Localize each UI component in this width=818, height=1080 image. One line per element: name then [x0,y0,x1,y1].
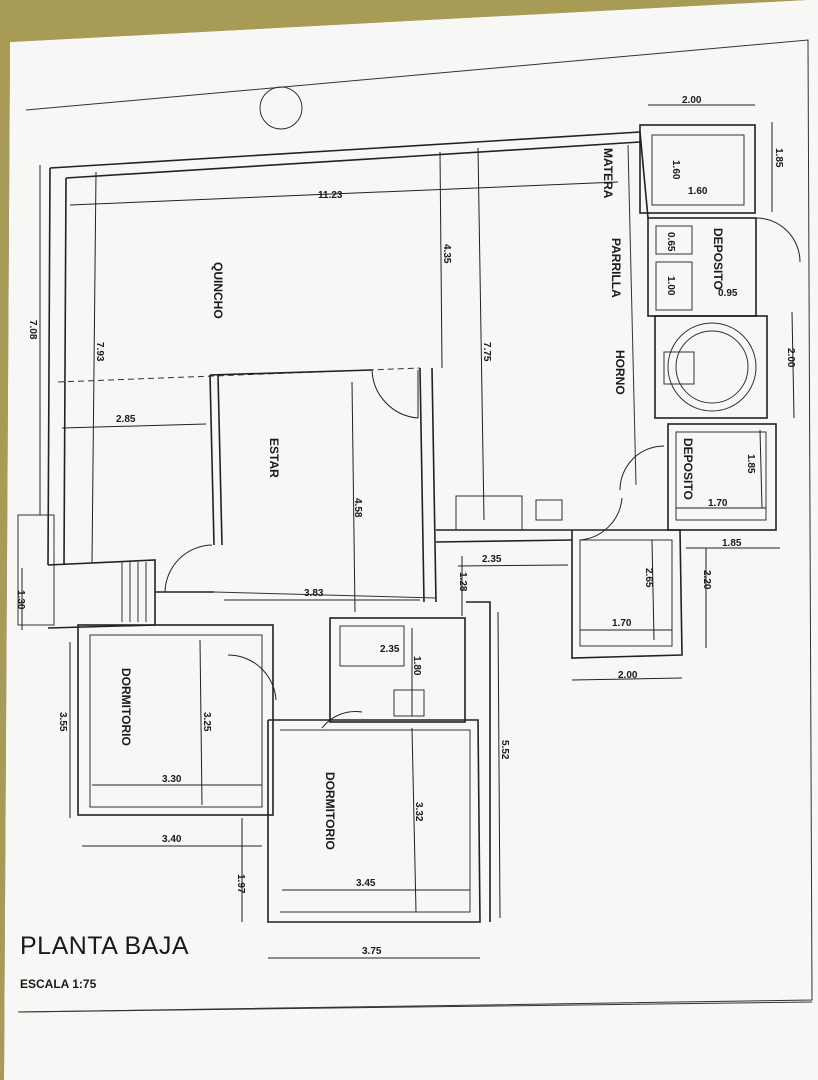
dim-label: 3.75 [362,946,382,957]
dim-label: 3.25 [201,712,212,732]
dim-label: 2.85 [116,414,136,425]
dim-label: 4.35 [441,244,452,264]
dim-label: 2.35 [482,554,502,565]
dim-label: 0.95 [718,288,738,299]
dim-label: 1.30 [15,590,26,610]
dim-label: 1.60 [670,160,681,180]
dim-label: 2.20 [701,570,712,590]
dim-label: 3.45 [356,878,376,889]
dim-label: 3.30 [162,774,182,785]
dim-label: 1.70 [708,498,728,509]
dim-label: 7.75 [481,342,492,362]
dim-label: 1.85 [722,538,742,549]
dim-label: 7.93 [94,342,105,362]
room-label-estar: ESTAR [267,438,281,478]
dim-label: 1.85 [773,148,784,168]
room-label-parrilla: PARRILLA [609,238,623,298]
doors [164,217,801,729]
dim-label: 1.85 [745,454,756,474]
dim-label: 2.00 [682,95,702,106]
dim-label: 3.83 [304,588,324,599]
room-labels: QUINCHO ESTAR DORMITORIO DORMITORIO MATE… [119,148,725,850]
dim-label: 4.58 [352,498,363,518]
dim-label: 3.55 [57,712,68,732]
sheet-scale: ESCALA 1:75 [20,977,97,991]
dimension-labels: 2.00 1.85 1.60 1.60 0.65 1.00 0.95 11.23… [15,95,796,957]
dim-label: 2.35 [380,644,400,655]
border-bottom-line [17,1001,813,1013]
dim-label: 0.65 [665,232,676,252]
dim-label: 1.00 [665,276,676,296]
dim-label: 1.70 [612,618,632,629]
dim-label: 3.40 [162,834,182,845]
dim-label: 1.97 [235,874,246,894]
dim-label: 3.32 [413,802,424,822]
dim-label: 1.60 [688,186,708,197]
room-label-horno: HORNO [613,350,627,395]
room-label-quincho: QUINCHO [211,262,225,319]
room-label-dormitorio-2: DORMITORIO [323,772,337,850]
dimension-lines [21,104,795,959]
drawing-border [17,39,813,1013]
room-label-deposito-2: DEPOSITO [681,438,695,500]
dim-label: 11.23 [318,190,343,201]
room-label-dormitorio-1: DORMITORIO [119,668,133,746]
dim-label: 5.52 [499,740,510,760]
room-label-deposito-1: DEPOSITO [711,228,725,290]
dim-label: 2.00 [785,348,796,368]
paper-sheet [4,0,818,1080]
room-label-matera: MATERA [601,148,615,199]
north-symbol [259,86,303,130]
sheet-title: PLANTA BAJA [20,932,189,960]
dim-label: 2.00 [618,670,638,681]
dim-label: 1.80 [411,656,422,676]
dim-label: 2.65 [643,568,654,588]
dim-label: 1.28 [457,572,468,592]
walls [17,124,777,923]
dim-label: 7.08 [27,320,38,340]
